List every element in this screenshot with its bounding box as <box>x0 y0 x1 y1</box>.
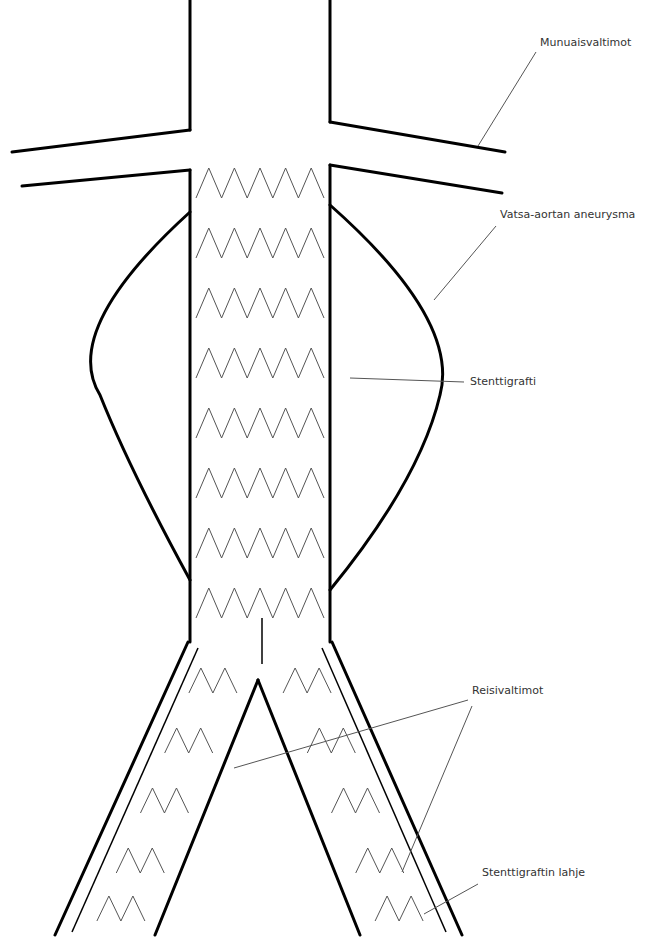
aneurysm-wall <box>91 212 190 580</box>
stent-ring <box>196 588 324 618</box>
stent-ring <box>97 896 145 921</box>
part-label: Munuaisvaltimot <box>540 36 631 49</box>
artery-leg-wall <box>155 680 258 935</box>
graft-limb-wall <box>322 648 446 932</box>
stent-ring <box>189 668 237 693</box>
part-label: Reisivaltimot <box>472 684 543 697</box>
part-label: Stenttigraftin lahje <box>482 866 585 879</box>
renal-artery-wall <box>330 165 502 193</box>
stent-ring <box>196 348 324 378</box>
leader-line <box>424 884 478 914</box>
aneurysm-wall <box>330 205 443 590</box>
stent-ring <box>356 848 404 873</box>
stent-ring <box>307 728 355 753</box>
renal-artery-wall <box>330 122 505 152</box>
part-label: Stenttigrafti <box>470 375 536 388</box>
stent-ring <box>196 468 324 498</box>
stent-ring <box>283 668 331 693</box>
stent-graft-wall <box>329 165 332 642</box>
stent-ring <box>196 288 324 318</box>
renal-artery-wall <box>22 170 190 186</box>
stent-ring <box>196 228 324 258</box>
leader-line <box>402 706 472 872</box>
stent-ring <box>196 408 324 438</box>
artery-leg-wall <box>258 680 360 935</box>
artery-leg-wall <box>332 642 462 935</box>
renal-artery-wall <box>12 130 190 152</box>
aorta-wall <box>329 0 332 122</box>
stent-zigzag <box>97 168 423 921</box>
stent-ring <box>140 788 188 813</box>
stent-ring <box>165 728 213 753</box>
graft-divider <box>261 618 263 664</box>
part-label: Vatsa-aortan aneurysma <box>500 208 635 221</box>
stent-ring <box>375 896 423 921</box>
aorta-wall <box>189 0 192 130</box>
leader-line <box>234 700 468 768</box>
stent-ring <box>196 168 324 198</box>
graft-limb-wall <box>72 648 198 932</box>
leader-line <box>434 226 496 300</box>
stent-ring <box>332 788 380 813</box>
artery-leg-wall <box>55 642 188 935</box>
stent-ring <box>116 848 164 873</box>
stent-graft-wall <box>189 170 192 642</box>
leader-line <box>350 378 464 382</box>
stent-ring <box>196 528 324 558</box>
leader-line <box>478 52 536 146</box>
